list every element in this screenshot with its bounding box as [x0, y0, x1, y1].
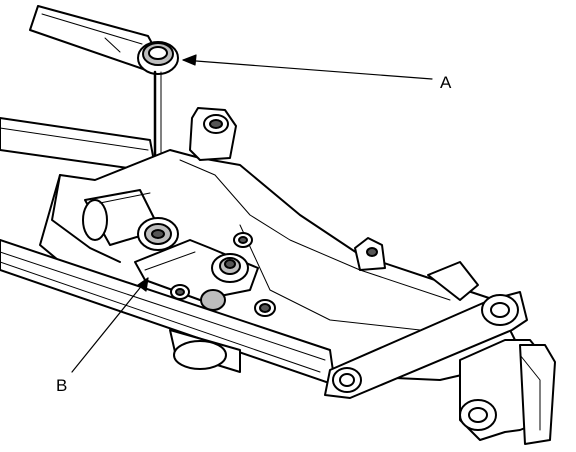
housing-bolts [170, 232, 276, 317]
right-link-bar [324, 291, 528, 399]
callout-label-b: B [56, 376, 68, 395]
nut-cap-a [137, 41, 179, 75]
leader-lines [71, 54, 433, 373]
right-lower-bracket [459, 339, 556, 445]
crank-arm-b [134, 239, 259, 301]
callout-label-a: A [440, 73, 452, 92]
right-upper-bracket [354, 237, 479, 301]
upper-mount-tab [189, 107, 237, 161]
pivot-nut [137, 217, 179, 251]
lower-cylinder [169, 329, 241, 373]
